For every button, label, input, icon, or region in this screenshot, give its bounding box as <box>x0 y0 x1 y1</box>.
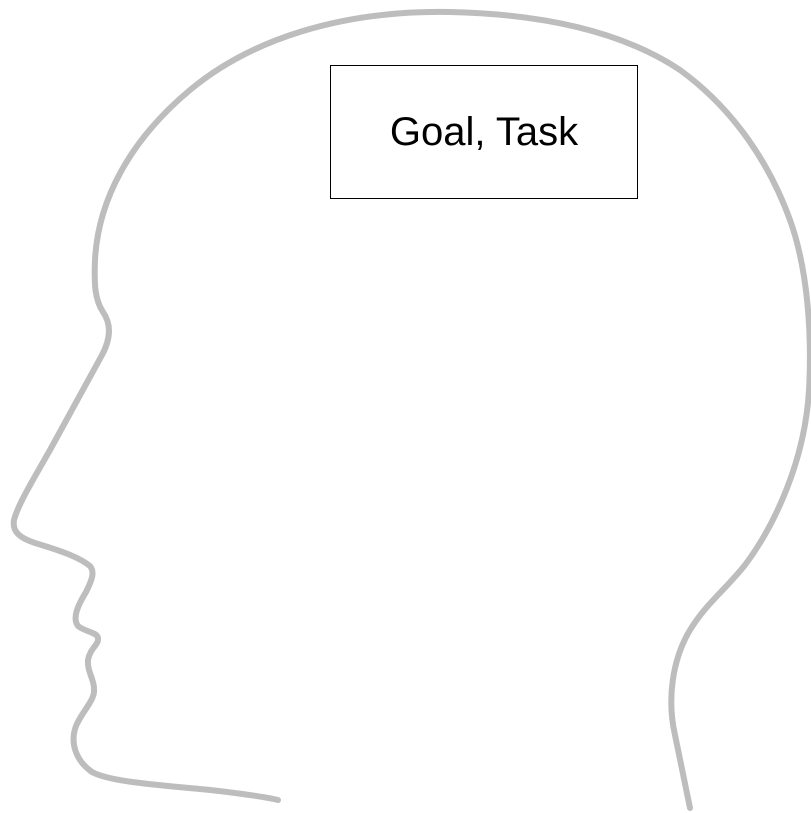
goal-task-box: Goal, Task <box>330 65 638 199</box>
goal-task-label: Goal, Task <box>390 110 578 155</box>
